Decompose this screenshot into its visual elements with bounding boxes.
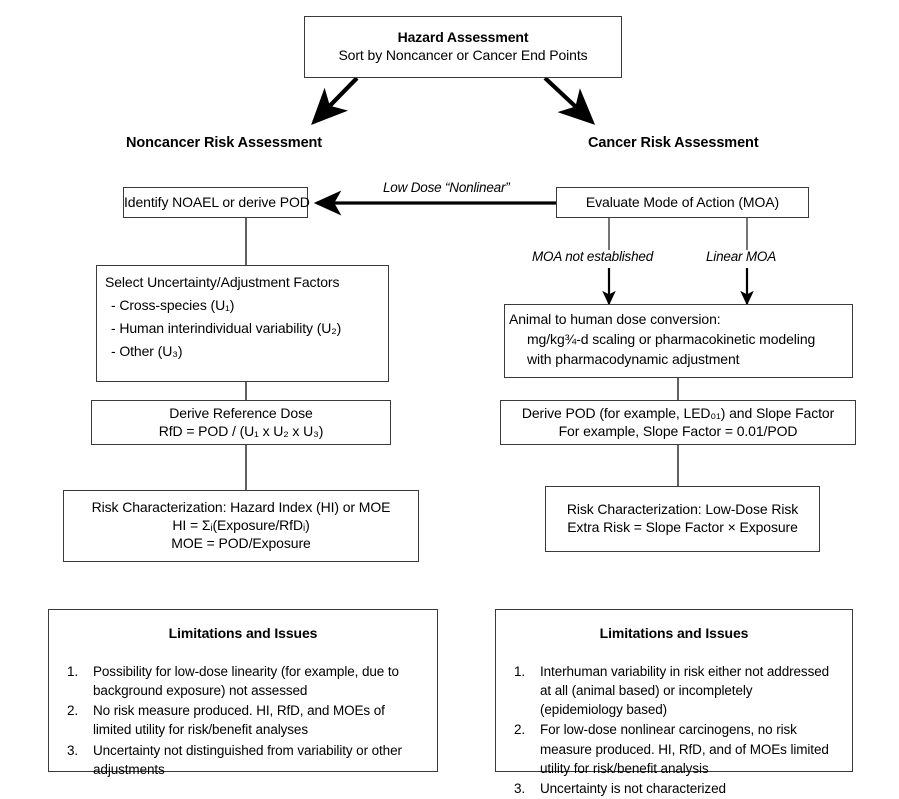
hazard-assessment-heading: Hazard Assessment xyxy=(397,29,529,46)
noncancer-limitations-list: 1. Possibility for low-dose linearity (fo… xyxy=(49,662,437,780)
derive-pod-title: Derive POD (for example, LED₀₁) and Slop… xyxy=(521,404,835,421)
list-item-text: Uncertainty not distinguished from varia… xyxy=(93,742,402,777)
list-item: 2. No risk measure produced. HI, RfD, and… xyxy=(49,701,423,739)
noncancer-risk-char-moe: MOE = POD/Exposure xyxy=(171,534,311,551)
list-item-text: Uncertainty is not characterized xyxy=(540,780,726,796)
low-dose-nonlinear-label: Low Dose “Nonlinear” xyxy=(383,180,510,195)
dose-conversion-box: Animal to human dose conversion: mg/kg¾-… xyxy=(504,304,853,378)
list-item-number: 2. xyxy=(67,703,79,719)
hazard-assessment-box: Hazard Assessment Sort by Noncancer or C… xyxy=(304,16,622,78)
list-item-number: 2. xyxy=(514,722,526,738)
identify-noael-text: Identify NOAEL or derive POD xyxy=(124,193,310,210)
derive-reference-dose-box: Derive Reference Dose RfD = POD / (U₁ x … xyxy=(91,400,391,445)
list-item-text: Possibility for low-dose linearity (for … xyxy=(93,663,399,699)
uncertainty-factor-other: - Other (U₃) xyxy=(111,342,183,359)
list-item-text: No risk measure produced. HI, RfD, and M… xyxy=(93,703,385,738)
cancer-limitations-list: 1. Interhuman variability in risk either … xyxy=(496,662,852,799)
derive-pod-slope-factor-box: Derive POD (for example, LED₀₁) and Slop… xyxy=(500,400,856,445)
evaluate-moa-text: Evaluate Mode of Action (MOA) xyxy=(585,193,780,210)
list-item-number: 3. xyxy=(67,742,79,758)
uncertainty-factor-cross-species: - Cross-species (U₁) xyxy=(111,296,235,313)
dose-conversion-adjustment: with pharmacodynamic adjustment xyxy=(527,350,740,367)
derive-reference-dose-formula: RfD = POD / (U₁ x U₂ x U₃) xyxy=(158,422,324,439)
list-item: 3. Uncertainty not distinguished from var… xyxy=(49,741,423,779)
noncancer-risk-char-title: Risk Characterization: Hazard Index (HI)… xyxy=(91,499,391,516)
cancer-limitations-title: Limitations and Issues xyxy=(599,625,749,641)
list-item-number: 1. xyxy=(514,663,526,679)
linear-moa-label: Linear MOA xyxy=(706,249,777,264)
noncancer-risk-char-hi: HI = Σᵢ(Exposure/RfDᵢ) xyxy=(172,517,310,534)
cancer-limitations-box: Limitations and Issues 1. Interhuman vari… xyxy=(495,609,853,796)
list-item: 1. Possibility for low-dose linearity (fo… xyxy=(49,662,423,700)
dose-conversion-scaling: mg/kg¾-d scaling or pharmacokinetic mode… xyxy=(527,330,816,347)
dose-conversion-title: Animal to human dose conversion: xyxy=(509,311,721,327)
noncancer-risk-characterization-box: Risk Characterization: Hazard Index (HI)… xyxy=(63,490,419,562)
noncancer-limitations-title: Limitations and Issues xyxy=(168,625,318,641)
cancer-risk-characterization-box: Risk Characterization: Low-Dose Risk Ext… xyxy=(545,486,820,552)
noncancer-branch-heading: Noncancer Risk Assessment xyxy=(126,135,323,151)
uncertainty-factors-title: Select Uncertainty/Adjustment Factors xyxy=(105,274,340,290)
moa-not-established-label: MOA not established xyxy=(532,249,654,264)
cancer-risk-char-title: Risk Characterization: Low-Dose Risk xyxy=(566,501,799,518)
cancer-branch-heading: Cancer Risk Assessment xyxy=(588,135,759,151)
list-item-text: Interhuman variability in risk either no… xyxy=(540,663,830,718)
cancer-risk-char-formula: Extra Risk = Slope Factor × Exposure xyxy=(567,519,798,535)
list-item-number: 3. xyxy=(514,780,526,796)
derive-pod-example: For example, Slope Factor = 0.01/POD xyxy=(558,422,798,439)
noncancer-limitations-box: Limitations and Issues 1. Possibility for… xyxy=(48,609,438,777)
derive-reference-dose-title: Derive Reference Dose xyxy=(169,404,313,421)
list-item-number: 1. xyxy=(67,663,79,679)
list-item: 2. For low-dose nonlinear carcinogens, no… xyxy=(496,720,838,777)
hazard-assessment-subheading: Sort by Noncancer or Cancer End Points xyxy=(338,47,588,63)
uncertainty-factor-human-variability: - Human interindividual variability (U₂) xyxy=(111,319,342,336)
evaluate-moa-box: Evaluate Mode of Action (MOA) xyxy=(556,187,809,218)
identify-noael-box: Identify NOAEL or derive POD xyxy=(123,187,310,218)
list-item: 1. Interhuman variability in risk either … xyxy=(496,662,838,719)
uncertainty-factors-box: Select Uncertainty/Adjustment Factors - … xyxy=(96,265,389,382)
list-item: 3. Uncertainty is not characterized xyxy=(496,779,838,798)
list-item-text: For low-dose nonlinear carcinogens, no r… xyxy=(540,722,829,776)
